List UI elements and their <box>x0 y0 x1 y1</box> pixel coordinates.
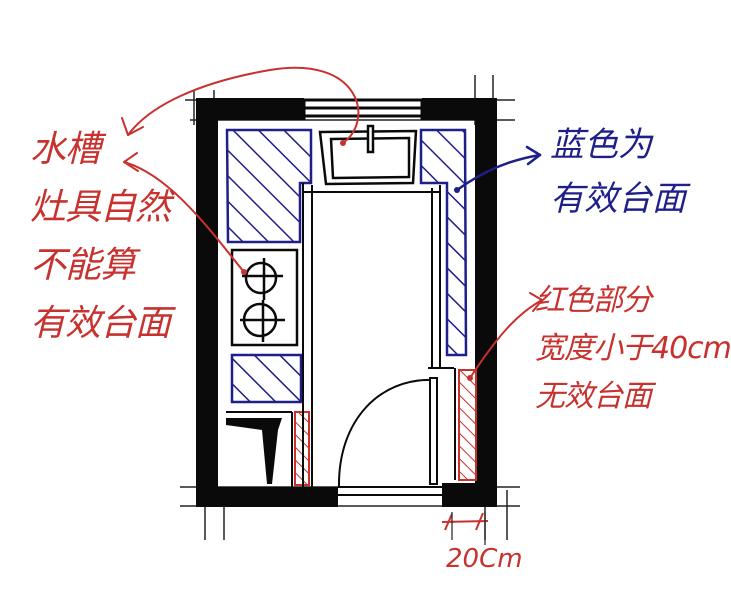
note-sink-stove: 水槽 灶具自然 不能算 有效台面 <box>30 129 171 364</box>
red-arrow <box>469 299 543 379</box>
appliance-block <box>226 418 282 484</box>
note-blue-effective: 蓝色为 有效台面 <box>550 128 686 236</box>
sink-arrow <box>127 66 360 144</box>
annotation-arrows <box>121 66 543 381</box>
note-line: 红色部分 <box>535 283 652 318</box>
wall-top-left <box>196 98 304 120</box>
dimension-label: 20Cm <box>446 544 523 574</box>
burner-icon <box>244 261 278 295</box>
walls <box>196 98 497 507</box>
note-red-ineffective: 红色部分 宽度小于40cm 无效台面 <box>535 286 731 430</box>
note-line: 水槽 <box>30 129 101 170</box>
wall-bottom-right <box>442 483 497 507</box>
wall-right <box>475 98 497 506</box>
note-line: 无效台面 <box>535 379 652 414</box>
note-line: 灶具自然 <box>30 187 171 228</box>
stove <box>230 248 299 347</box>
window <box>302 98 424 120</box>
stove-arrow <box>123 161 245 273</box>
note-line: 宽度小于40cm <box>535 331 731 366</box>
note-line: 蓝色为 <box>550 125 652 165</box>
counter-blue-top-right <box>419 128 468 357</box>
blue-arrow <box>455 153 542 192</box>
ineffective-countertops <box>294 369 477 486</box>
wall-top-right <box>422 98 497 120</box>
note-line: 有效台面 <box>30 303 171 344</box>
dimension-20cm <box>441 512 489 545</box>
counter-outlines <box>226 183 456 487</box>
door <box>337 377 442 496</box>
effective-countertops <box>225 128 468 404</box>
counter-blue-mid-left <box>230 353 303 404</box>
counter-red-right <box>458 369 477 481</box>
wall-bottom-left <box>196 487 338 507</box>
faucet-icon <box>366 124 375 154</box>
wall-left <box>196 98 218 506</box>
note-line: 不能算 <box>30 245 136 286</box>
counter-blue-top-left <box>225 128 313 244</box>
sink <box>318 124 418 186</box>
note-line: 有效台面 <box>550 179 686 219</box>
